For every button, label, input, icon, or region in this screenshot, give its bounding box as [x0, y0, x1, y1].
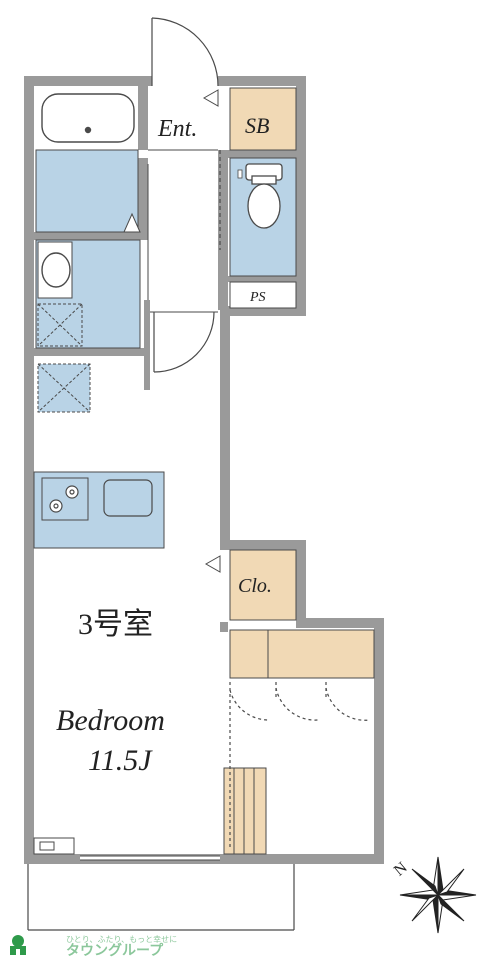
- storage-areas: [223, 87, 375, 855]
- wash-basin: [37, 241, 73, 299]
- shelf-unit: [223, 767, 267, 855]
- compass-rose-icon: [399, 856, 477, 934]
- entrance-marker: [202, 89, 219, 107]
- door-swings: [151, 17, 371, 850]
- toilet-icon: [245, 163, 283, 229]
- compass-north-label: N: [391, 859, 411, 880]
- balcony: [27, 864, 295, 931]
- bathtub: [38, 88, 138, 148]
- brand-logo-icon: [10, 935, 26, 955]
- bath-floor: [35, 149, 139, 233]
- washer-space: [37, 303, 83, 347]
- pipe-space-box: [229, 281, 297, 309]
- wardrobe-right: [267, 629, 375, 679]
- label-bedroom-size: 11.5J: [88, 744, 153, 777]
- watermark-tagline: ひとり、ふたり、もっと幸せに: [66, 935, 177, 944]
- label-entrance: Ent.: [157, 116, 197, 142]
- shoe-box-area: [229, 87, 297, 151]
- shelf-lines: [233, 768, 255, 854]
- kitchen-sink: [103, 479, 153, 517]
- label-closet: Clo.: [238, 575, 272, 597]
- label-shoe-box: SB: [245, 113, 269, 138]
- closet-area: [229, 549, 297, 621]
- wardrobe-left: [229, 629, 269, 679]
- stove-icon: [41, 477, 89, 521]
- fridge-space: [37, 363, 91, 413]
- hallway-lines: [147, 149, 218, 313]
- closet-marker: [204, 555, 221, 573]
- label-bedroom: Bedroom: [56, 704, 165, 737]
- watermark-brand: タウングループ: [66, 942, 164, 958]
- label-room-number: 3号室: [78, 608, 153, 641]
- bath-vent-marker: [123, 212, 141, 233]
- label-pipe-space: PS: [249, 290, 266, 305]
